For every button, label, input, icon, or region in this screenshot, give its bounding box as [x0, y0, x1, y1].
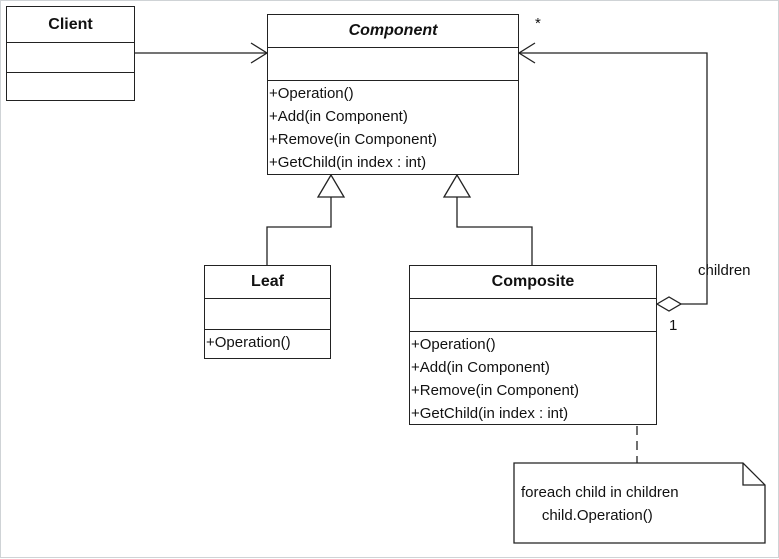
operation: +Operation() [269, 85, 354, 102]
operation: +Add(in Component) [269, 108, 408, 125]
class-name: Component [268, 15, 518, 48]
class-attributes-compartment [268, 48, 518, 81]
children-role-label: children [698, 262, 751, 279]
class-operations-compartment: +Operation() +Add(in Component) +Remove(… [268, 81, 518, 174]
operation: +GetChild(in index : int) [269, 154, 427, 171]
note-text-line: child.Operation() [521, 507, 653, 524]
operation: +Remove(in Component) [269, 131, 437, 148]
operation: +Operation() [411, 336, 496, 353]
multiplicity-one-label: 1 [669, 317, 678, 334]
class-name: Composite [410, 266, 656, 299]
class-operations-compartment: +Operation() [205, 330, 330, 354]
multiplicity-many-label: * [535, 15, 541, 32]
composite-generalization-arrowhead [442, 173, 472, 198]
operation: +Add(in Component) [411, 359, 550, 376]
note-shape [513, 462, 766, 544]
class-name: Leaf [205, 266, 330, 299]
note-fold [742, 463, 765, 486]
leaf-generalization-line [266, 197, 332, 265]
children-association-arrowhead [517, 42, 536, 64]
composite-class: Composite +Operation() +Add(in Component… [409, 265, 657, 425]
children-aggregation-line [519, 52, 708, 305]
class-name: Client [7, 7, 134, 43]
aggregation-diamond [655, 296, 683, 312]
composite-generalization-line [456, 197, 533, 265]
class-attributes-compartment [7, 43, 134, 73]
operation: +Remove(in Component) [411, 382, 579, 399]
class-operations-compartment: +Operation() +Add(in Component) +Remove(… [410, 332, 656, 425]
operation: +GetChild(in index : int) [411, 405, 569, 422]
leaf-class: Leaf +Operation() [204, 265, 331, 359]
class-operations-compartment [7, 73, 134, 74]
component-class: Component +Operation() +Add(in Component… [267, 14, 519, 175]
leaf-generalization-arrowhead [316, 173, 346, 198]
operation: +Operation() [206, 334, 291, 351]
class-attributes-compartment [205, 299, 330, 330]
class-attributes-compartment [410, 299, 656, 332]
note-text-line: foreach child in children [521, 484, 679, 501]
client-class: Client [6, 6, 135, 101]
